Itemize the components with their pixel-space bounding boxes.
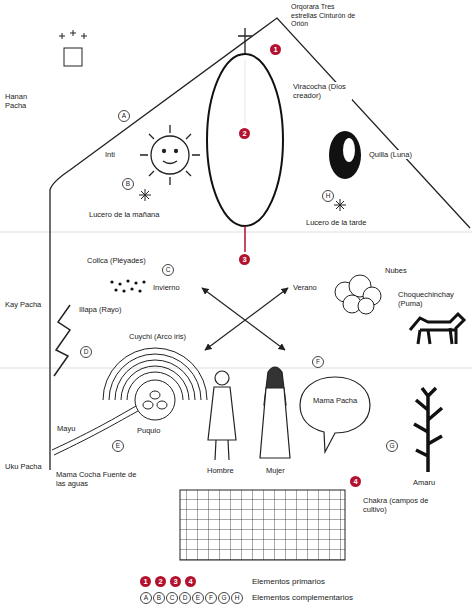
callout-letter: H [231,592,243,604]
callout-number: 2 [155,576,166,587]
element-label: Illapa (Rayo) [78,305,125,314]
element-label: Inti [104,150,116,159]
element-label: Nubes [384,266,426,275]
note-label: Orqorara Tres estrellas Cinturón de Orió… [290,3,362,29]
callout-number: 4 [350,476,361,487]
crossed-arrows [202,288,288,350]
element-label: Viracocha (Dios creador) [292,82,352,100]
element-label: Hombre [206,466,235,475]
callout-number: 1 [140,576,151,587]
region-label: Hanan Pacha [4,92,48,110]
element-label: Invierno [152,283,196,292]
sun-figure [140,125,200,185]
cross-figure [238,28,252,54]
note-label: Mama Cocha Fuente de las aguas [55,470,147,488]
morning-star [139,189,151,201]
man-figure [208,371,236,460]
field-grid [180,490,345,560]
element-label: Chakra (campos de cultivo) [362,496,454,514]
callout-letter: B [122,178,134,190]
woman-figure [260,367,290,458]
region-label: Kay Pacha [4,300,48,309]
temple-outline [50,18,470,470]
callout-number: 2 [239,128,250,139]
element-label: Verano [292,283,328,292]
callout-letter: G [218,592,230,604]
element-label: Cuychi (Arco iris) [128,332,187,341]
region-label: Uku Pacha [4,462,48,471]
lightning-figure [54,305,70,376]
rainbow-figure [103,348,207,400]
element-label: Amaru [412,478,436,487]
element-label: Lucero de la tarde [305,218,407,227]
cloud-figure [335,275,381,314]
callout-letter: C [162,264,174,276]
moon-figure [329,131,361,179]
element-label: Mama Pacha [312,396,360,405]
amaru-figure [414,388,442,472]
element-label: Collca (Pléyades) [86,256,158,265]
top-figure [59,30,87,66]
element-label: Quilla (Luna) [368,150,425,159]
viracocha-oval [207,54,283,226]
callout-number: 3 [239,254,250,265]
puma-figure [410,314,464,344]
red-link [244,226,246,252]
speech-bubble [300,377,370,452]
callout-letter: H [322,190,334,202]
callout-letter: G [386,440,398,452]
callout-letter: D [80,346,92,358]
callout-letter: F [312,356,324,368]
callout-number: 3 [170,576,181,587]
callout-number: 4 [185,576,196,587]
callout-letter: E [112,440,124,452]
legend-text: Elementos primarios [252,577,325,587]
element-label: Puquio [136,426,161,435]
oval-axis [245,60,246,124]
river-figure [52,406,138,455]
callout-letter: F [205,592,217,604]
element-label: Mujer [265,466,286,475]
element-label: Lucero de la mañana [88,210,190,219]
callout-number: 1 [270,44,281,55]
callout-letter: B [153,592,165,604]
element-label: Mayu [56,424,76,433]
element-label: Choquechinchay (Puma) [397,290,469,308]
pleiades-dots [110,279,145,292]
guide-lines [0,228,472,368]
callout-letter: E [192,592,204,604]
callout-letter: D [179,592,191,604]
callout-letter: A [140,592,152,604]
callout-letter: A [118,110,130,122]
callout-letter: C [166,592,178,604]
spring-figure [135,380,175,420]
evening-star [334,199,346,211]
legend-text: Elementos complementarios [252,593,353,603]
